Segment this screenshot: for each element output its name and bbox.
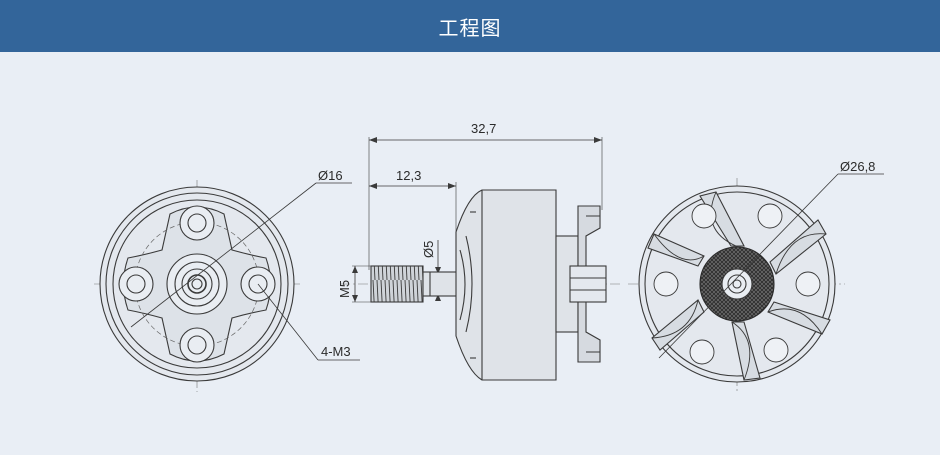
shaft-diameter-label: Ø5 xyxy=(421,241,436,258)
mount-hole-top xyxy=(179,205,215,241)
overall-length-label: 32,7 xyxy=(471,121,496,136)
engineering-drawing: Ø16 4-M3 xyxy=(0,52,940,450)
mount-hole-left xyxy=(118,266,154,302)
header-bar: 工程图 xyxy=(0,0,940,52)
drawing-canvas: Ø16 4-M3 xyxy=(94,121,884,392)
thread-label: M5 xyxy=(337,280,352,298)
front-diameter-label: Ø16 xyxy=(318,168,343,183)
page-title: 工程图 xyxy=(438,15,502,40)
rear-view xyxy=(628,173,884,392)
mount-hole-bottom xyxy=(179,327,215,363)
mount-holes-label: 4-M3 xyxy=(321,344,351,359)
side-view xyxy=(340,137,620,381)
shaft-length-label: 12,3 xyxy=(396,168,421,183)
bell-diameter-label: Ø26,8 xyxy=(840,159,875,174)
front-view xyxy=(94,180,360,392)
